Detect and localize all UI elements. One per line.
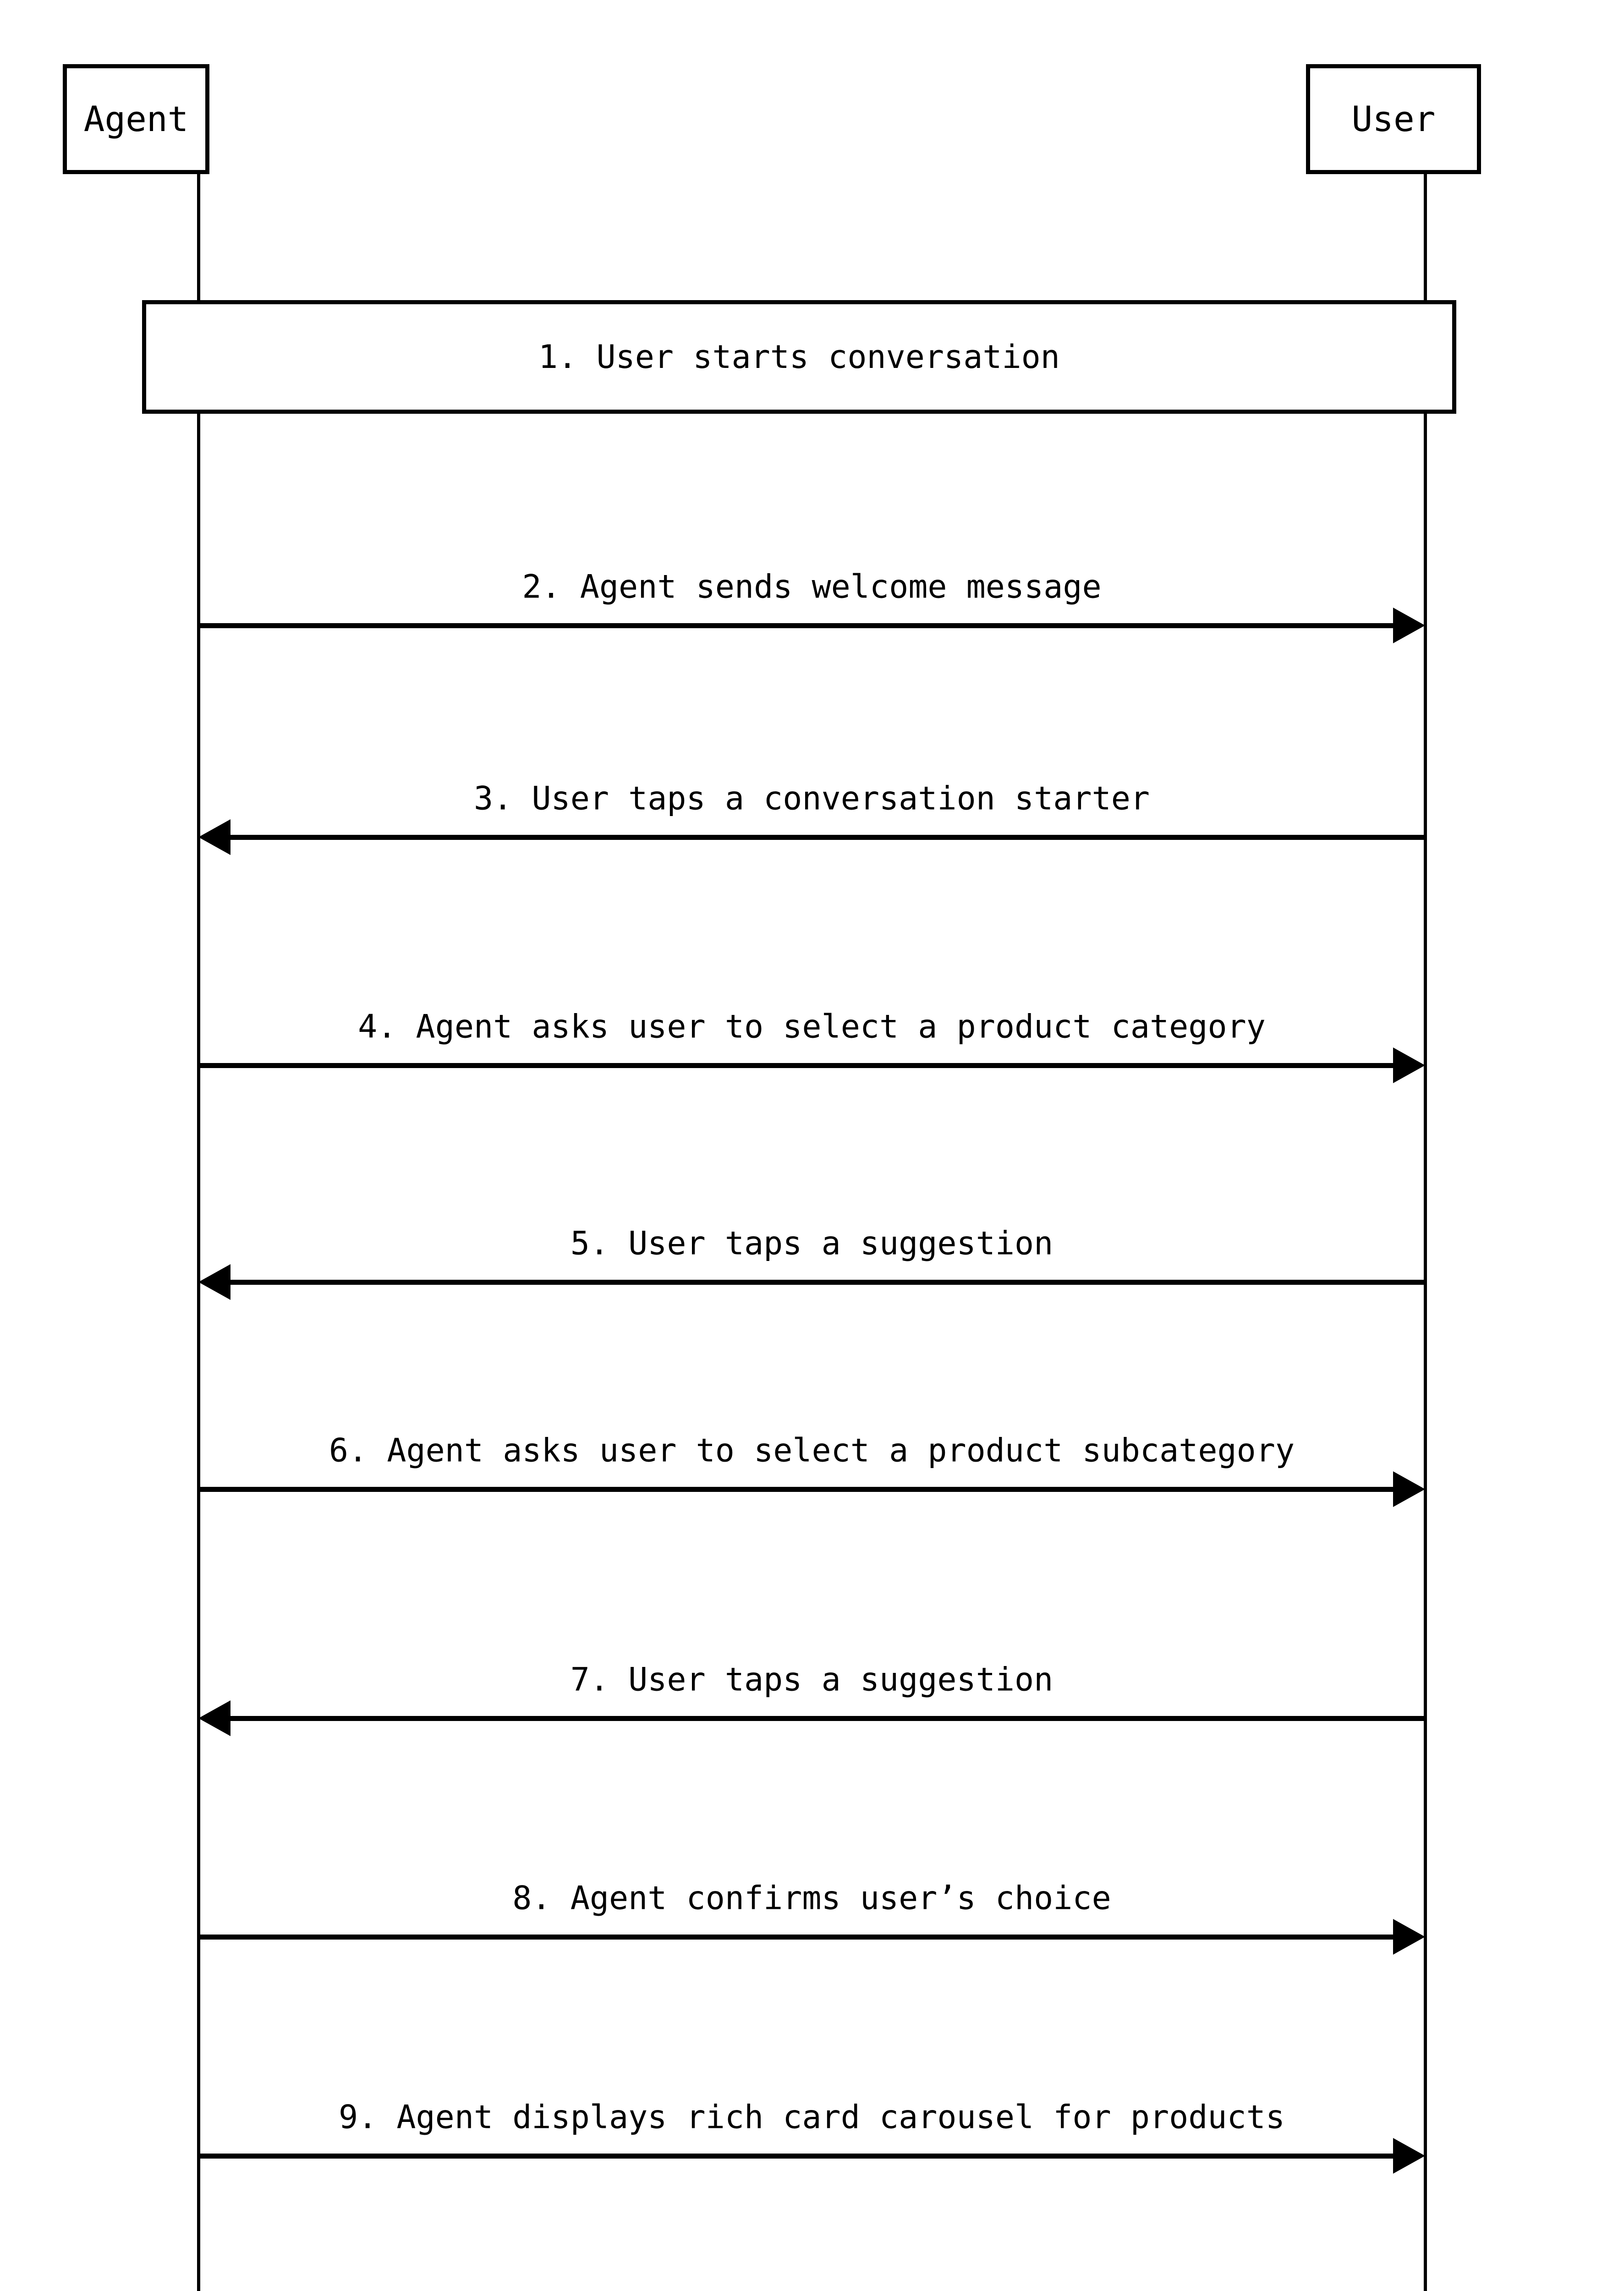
arrowhead-left-step-5 [198, 1264, 230, 1300]
arrowhead-right-step-9 [1393, 2138, 1425, 2174]
actor-label-user: User [1351, 99, 1436, 139]
lifeline-user [1424, 174, 1427, 2291]
message-line-step-2 [198, 623, 1393, 628]
arrowhead-right-step-2 [1393, 608, 1425, 643]
message-label-step-9: 9. Agent displays rich card carousel for… [338, 2098, 1285, 2136]
message-label-step-5: 5. User taps a suggestion [570, 1224, 1053, 1262]
message-label-step-2: 2. Agent sends welcome message [522, 568, 1102, 606]
message-line-step-9 [198, 2154, 1393, 2159]
note-box-step-1[interactable]: 1. User starts conversation [142, 300, 1456, 414]
arrowhead-left-step-3 [198, 819, 230, 855]
arrowhead-right-step-4 [1393, 1047, 1425, 1083]
message-label-step-4: 4. Agent asks user to select a product c… [358, 1008, 1266, 1046]
message-line-step-5 [230, 1280, 1425, 1285]
actor-box-agent-top[interactable]: Agent [63, 64, 209, 174]
message-line-step-6 [198, 1487, 1393, 1492]
message-label-step-7: 7. User taps a suggestion [570, 1661, 1053, 1699]
arrowhead-right-step-6 [1393, 1471, 1425, 1507]
message-label-step-3: 3. User taps a conversation starter [473, 779, 1150, 817]
arrowhead-right-step-8 [1393, 1919, 1425, 1955]
arrowhead-left-step-7 [198, 1700, 230, 1736]
message-line-step-8 [198, 1935, 1393, 1940]
message-line-step-7 [230, 1716, 1425, 1721]
message-label-step-6: 6. Agent asks user to select a product s… [329, 1431, 1295, 1469]
note-label-step-1: 1. User starts conversation [538, 338, 1060, 376]
actor-box-user-top[interactable]: User [1306, 64, 1481, 174]
message-line-step-4 [198, 1063, 1393, 1068]
message-line-step-3 [230, 835, 1425, 840]
lifeline-agent [197, 174, 200, 2291]
message-label-step-8: 8. Agent confirms user’s choice [512, 1879, 1111, 1917]
actor-label-agent: Agent [83, 99, 189, 139]
